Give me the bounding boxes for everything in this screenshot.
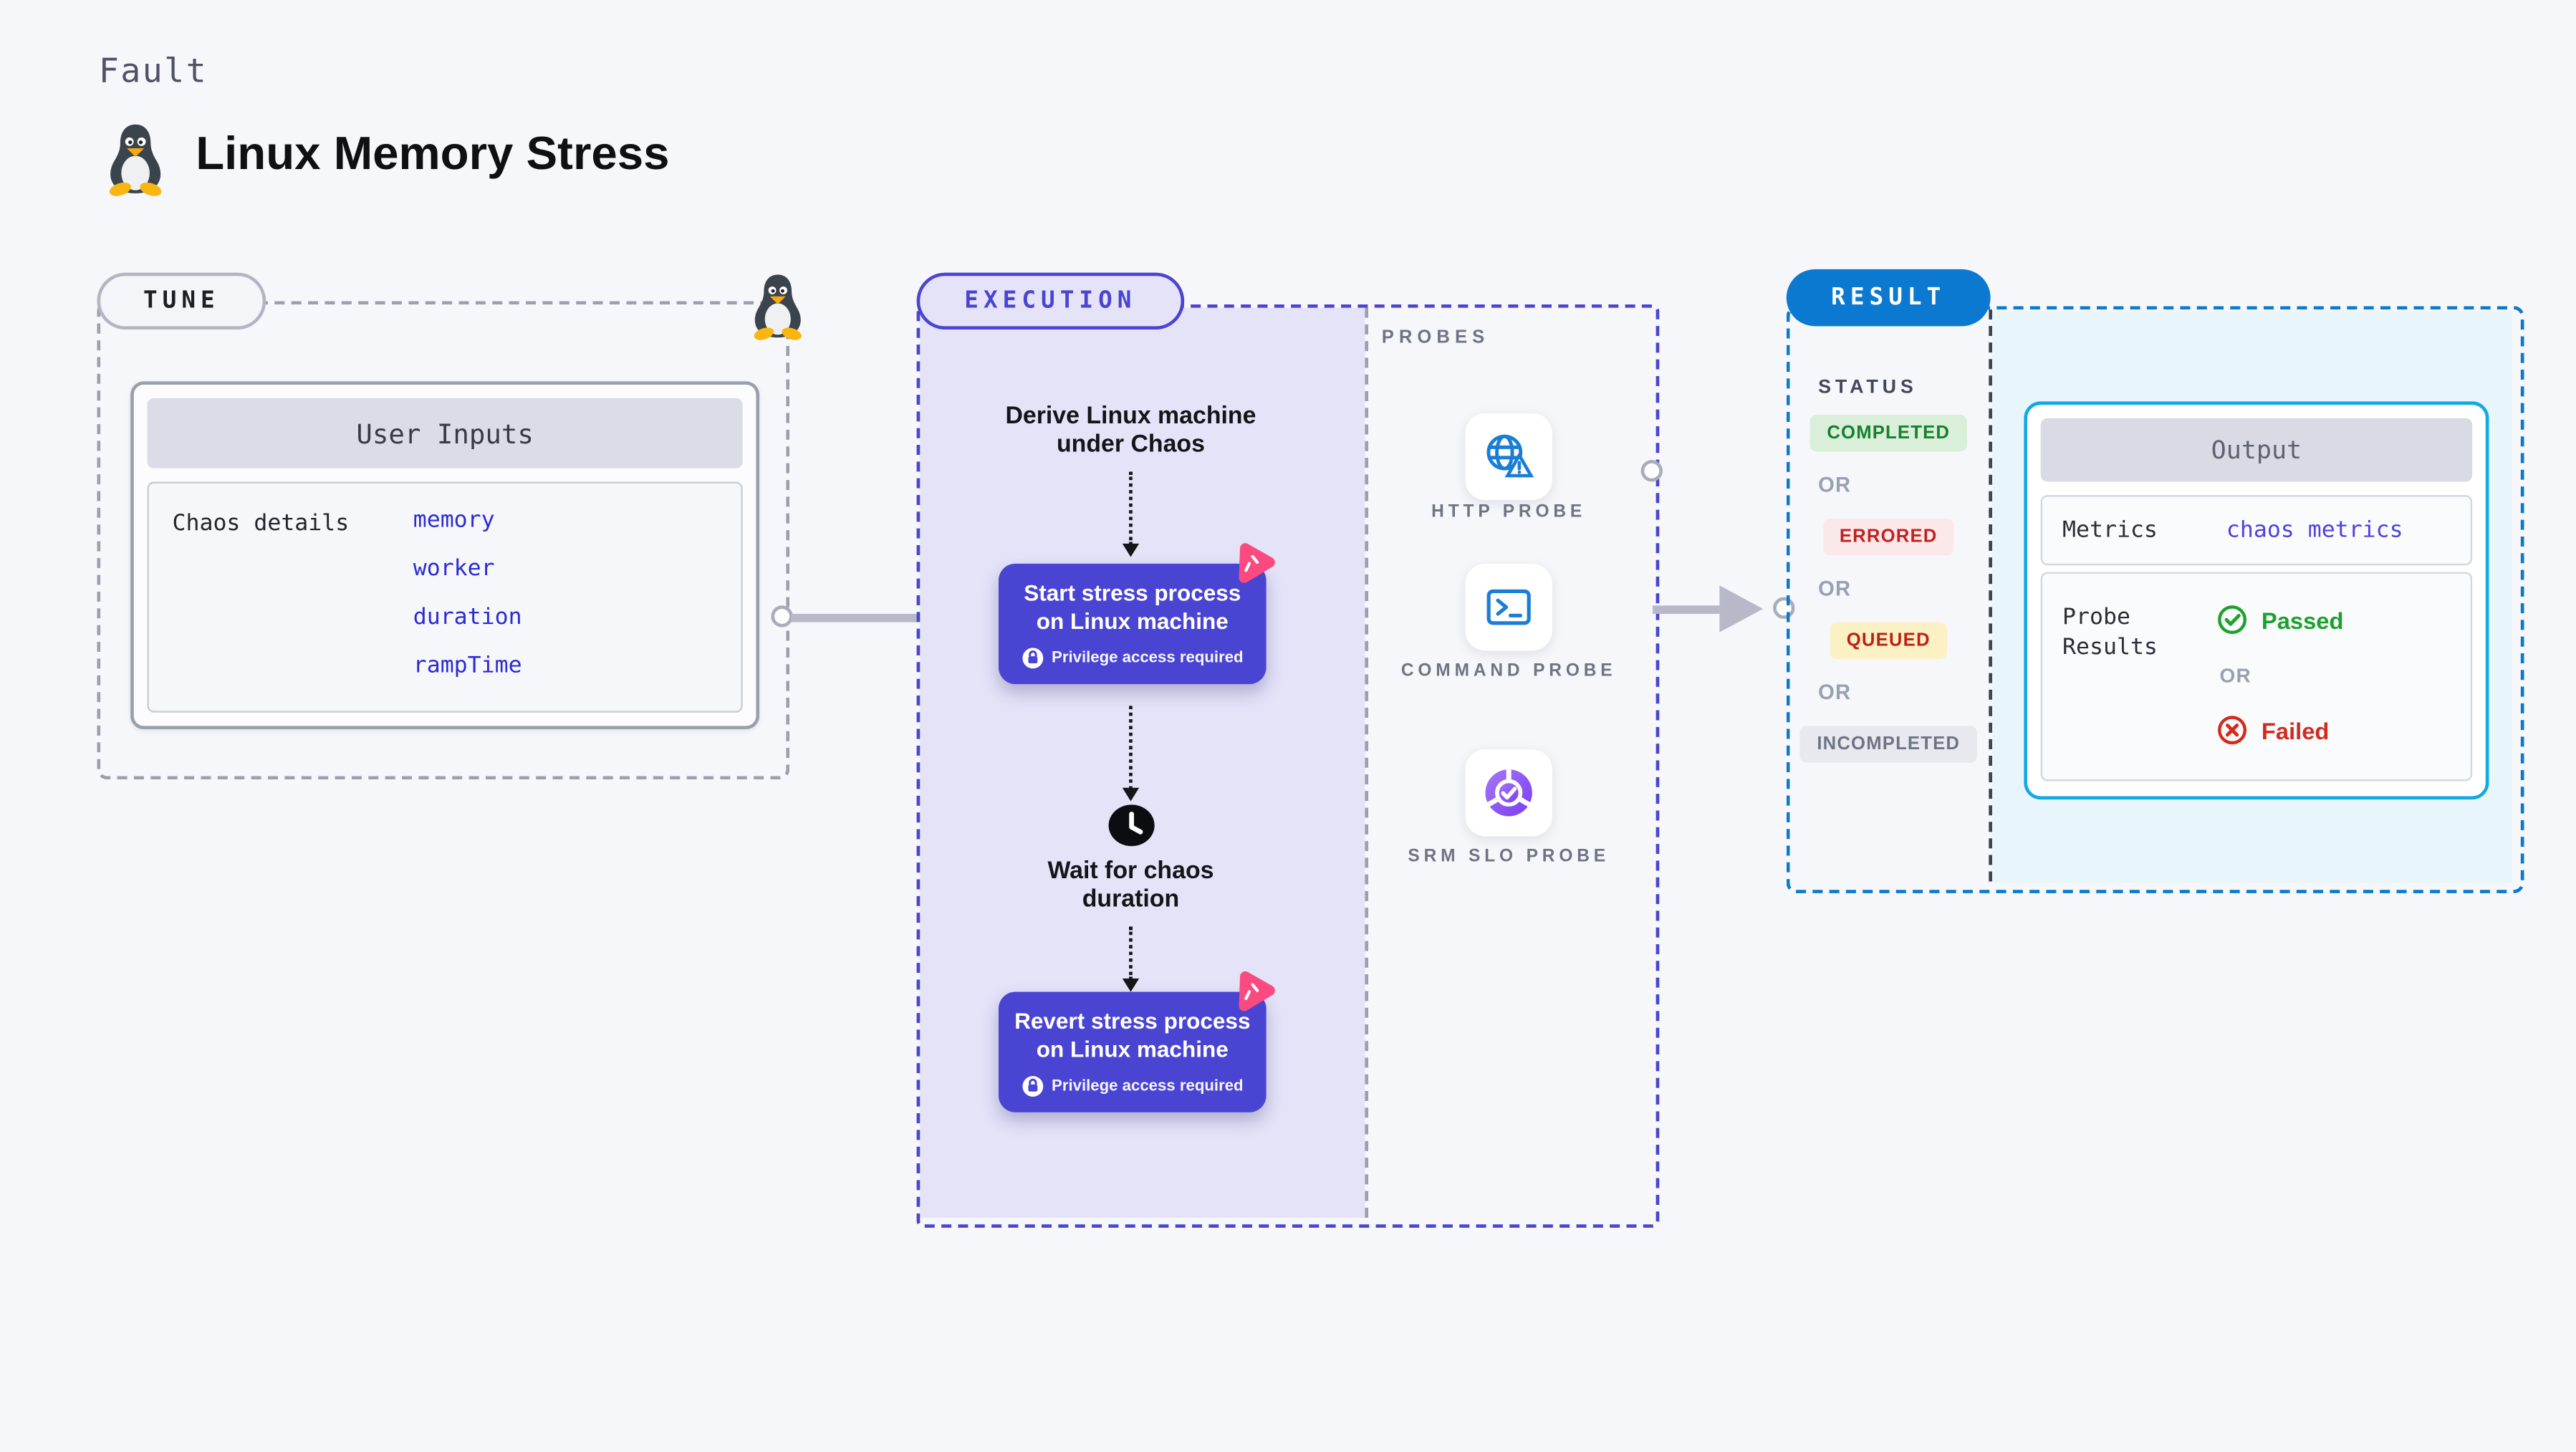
privilege-badge-2: Privilege access required: [1022, 1075, 1244, 1097]
probes-divider: [1365, 307, 1369, 1218]
passed-label: Passed: [2261, 606, 2344, 633]
chaos-scenario-icon: [1231, 542, 1277, 596]
wait-step-label: Wait for chaos duration: [1047, 857, 1214, 914]
privilege-badge: Privilege access required: [1022, 647, 1244, 668]
user-inputs-body: Chaos details memory worker duration ram…: [147, 481, 743, 713]
start-stress-label: Start stress process on Linux machine: [1024, 580, 1241, 634]
chaos-details-label: Chaos details: [172, 510, 350, 537]
output-card: Output Metrics chaos metrics Probe Resul…: [2024, 401, 2489, 800]
failed-label: Failed: [2261, 716, 2330, 744]
status-list: COMPLETED OR ERRORED OR QUEUED OR INCOMP…: [1799, 415, 1977, 763]
passed-result: Passed: [2216, 604, 2344, 635]
srm-slo-probe-label: SRM SLO PROBE: [1408, 846, 1610, 867]
lock-icon: [1022, 647, 1043, 668]
result-pill: RESULT: [1786, 269, 1991, 327]
fault-eyebrow: Fault: [98, 50, 208, 91]
command-probe-card: [1465, 563, 1552, 651]
http-probe-card: [1465, 413, 1552, 501]
status-badge-completed: COMPLETED: [1810, 415, 1967, 452]
failed-result: Failed: [2216, 714, 2330, 746]
execution-section-box: [916, 304, 1660, 1228]
status-label: STATUS: [1818, 378, 1918, 398]
privilege-badge-text: Privilege access required: [1052, 648, 1244, 668]
status-badge-errored: ERRORED: [1822, 518, 1954, 556]
input-value-worker: worker: [413, 555, 495, 582]
tune-pill: TUNE: [97, 272, 266, 330]
input-value-rampTime: rampTime: [413, 652, 522, 680]
terminal-icon: [1486, 589, 1531, 625]
status-badge-incompleted: INCOMPLETED: [1799, 726, 1977, 763]
status-badge-queued: QUEUED: [1830, 622, 1948, 659]
privilege-badge-text-2: Privilege access required: [1052, 1077, 1244, 1095]
derive-step-label: Derive Linux machine under Chaos: [1005, 403, 1256, 459]
flow-arrow-down-2: [1122, 706, 1140, 802]
probes-label: PROBES: [1381, 327, 1490, 348]
probe-results-row: Probe Results Passed OR Failed: [2040, 572, 2473, 782]
arrow-tune-to-execution: [771, 589, 1022, 645]
metrics-value: chaos metrics: [2226, 516, 2403, 544]
or-separator: OR: [2219, 663, 2251, 688]
chaos-scenario-icon: [1231, 970, 1277, 1024]
globe-warning-icon: [1486, 434, 1534, 478]
tune-section-box: [97, 301, 790, 780]
revert-stress-label: Revert stress process on Linux machine: [1014, 1009, 1251, 1062]
input-value-memory: memory: [413, 506, 495, 534]
slo-donut-check-icon: [1485, 769, 1532, 817]
srm-slo-probe-card: [1465, 749, 1552, 837]
probe-results-label: Probe Results: [2062, 603, 2158, 660]
result-divider: [1989, 309, 1992, 882]
check-circle-icon: [2218, 605, 2247, 635]
user-inputs-card: User Inputs Chaos details memory worker …: [130, 381, 760, 730]
linux-tux-icon-small: [746, 271, 809, 341]
page-title: Linux Memory Stress: [196, 127, 670, 179]
arrow-execution-to-result: [1652, 585, 1797, 642]
x-circle-icon: [2218, 716, 2247, 745]
result-section-box: [1786, 306, 2524, 893]
output-header: Output: [2040, 418, 2473, 482]
execution-output-connector: [1640, 460, 1663, 482]
flow-arrow-down-3: [1122, 926, 1140, 992]
execution-pill: EXECUTION: [916, 272, 1185, 330]
command-probe-label: COMMAND PROBE: [1400, 660, 1617, 681]
or-separator: OR: [1818, 473, 1852, 497]
input-value-duration: duration: [413, 603, 522, 631]
clock-icon: [1107, 801, 1156, 857]
metrics-row: Metrics chaos metrics: [2040, 495, 2473, 566]
user-inputs-header: User Inputs: [147, 398, 743, 468]
or-separator: OR: [1818, 577, 1852, 601]
linux-tux-icon: [100, 120, 170, 197]
lock-icon: [1022, 1075, 1043, 1097]
start-stress-step: Start stress process on Linux machine Pr…: [998, 563, 1267, 684]
metrics-label: Metrics: [2062, 516, 2158, 544]
revert-stress-step: Revert stress process on Linux machine P…: [998, 991, 1267, 1112]
or-separator: OR: [1818, 681, 1852, 705]
http-probe-label: HTTP PROBE: [1431, 501, 1587, 522]
flow-arrow-down-1: [1122, 471, 1140, 557]
